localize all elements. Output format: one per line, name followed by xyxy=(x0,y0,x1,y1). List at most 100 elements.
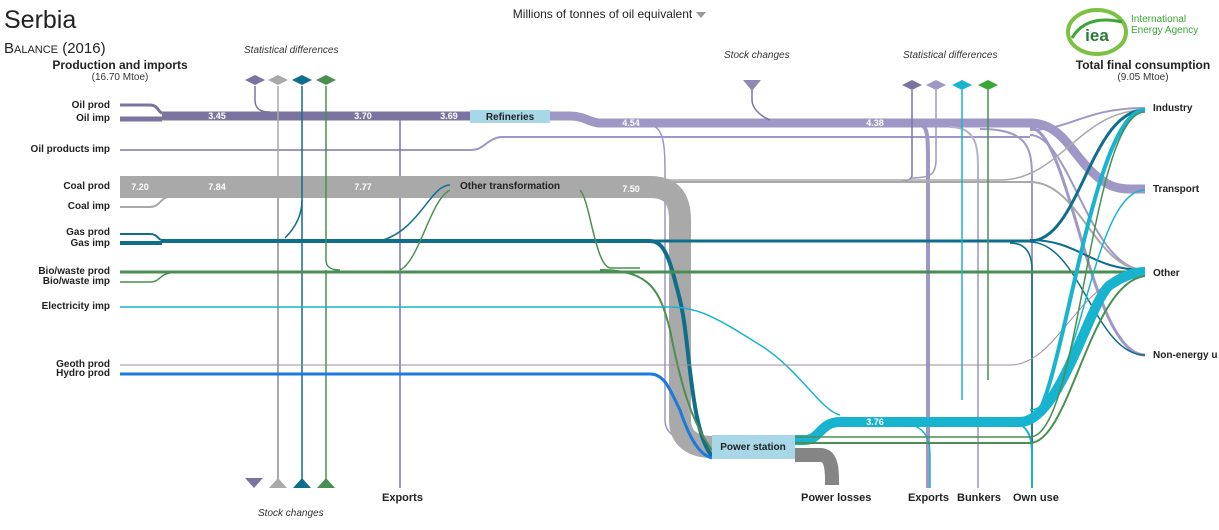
source-oil-imp[interactable]: Oil imp xyxy=(76,113,110,124)
sink-non-energy-use[interactable]: Non-energy u xyxy=(1153,350,1218,361)
final-consumption-total: (9.05 Mtoe) xyxy=(1117,72,1169,83)
flow-oil-to-bunkers xyxy=(949,126,979,488)
stat-diff-right-oil-marker xyxy=(902,80,922,90)
flow-oil-to-industry xyxy=(1029,107,1146,131)
flow-oil-prod xyxy=(120,103,163,115)
other-transformation-label: Other transformation xyxy=(460,181,560,192)
stock-change-bottom-markers xyxy=(245,478,335,488)
flow-value-oil-2: 3.70 xyxy=(354,111,372,121)
flow-elec-to-exports xyxy=(879,419,931,488)
flow-geoth xyxy=(120,271,1146,366)
final-consumption-title: Total final consumption xyxy=(1075,58,1211,72)
unit-selector-label: Millions of tonnes of oil equivalent xyxy=(512,7,693,21)
iea-logo-mark-text: iea xyxy=(1085,26,1109,45)
stat-diff-oil-marker xyxy=(245,75,265,85)
flow-value-oil-after-refineries: 4.54 xyxy=(622,118,640,128)
flow-gas-stat-left xyxy=(284,86,303,239)
flow-gas-prod xyxy=(120,233,163,241)
flow-value-oil-1: 3.45 xyxy=(208,111,226,121)
balance-year: (2016) xyxy=(62,40,106,57)
chevron-down-icon xyxy=(696,11,707,18)
flow-gas-main xyxy=(162,239,714,458)
stat-diff-biowaste-marker xyxy=(316,75,336,85)
flow-hydro xyxy=(120,372,713,460)
stat-diff-gas-marker xyxy=(292,75,312,85)
flow-value-oil-to-fc: 4.38 xyxy=(866,118,884,128)
exports-right-label[interactable]: Exports xyxy=(908,492,949,504)
flow-oil-stock-change xyxy=(751,90,771,121)
production-imports-total: (16.70 Mtoe) xyxy=(91,72,149,83)
sink-other[interactable]: Other xyxy=(1153,268,1180,279)
source-oil-products-imp[interactable]: Oil products imp xyxy=(30,144,110,155)
flow-biowaste-imp xyxy=(120,272,171,283)
refineries-node xyxy=(470,110,550,123)
stat-diff-right-electricity-marker xyxy=(952,80,972,90)
bunkers-label[interactable]: Bunkers xyxy=(957,492,1002,504)
flow-coal-imp xyxy=(120,195,171,208)
flow-gas-to-own-use xyxy=(1009,242,1033,488)
flow-oil-products-imp xyxy=(120,136,1030,151)
stat-diff-left-label: Statistical differences xyxy=(244,45,339,56)
stock-change-biowaste-marker xyxy=(317,478,335,488)
flow-power-losses xyxy=(795,448,839,485)
flow-gas-to-nonenergy xyxy=(1029,241,1146,356)
source-oil-prod[interactable]: Oil prod xyxy=(71,100,110,111)
flow-value-coal-2: 7.84 xyxy=(208,182,226,192)
flow-value-electricity-out: 3.76 xyxy=(866,417,884,427)
flow-oil-to-exports xyxy=(919,123,930,488)
stock-change-oil-marker xyxy=(245,478,263,488)
stat-diff-right-oil-products-marker xyxy=(926,80,946,90)
exports-left-label[interactable]: Exports xyxy=(382,492,423,504)
flow-gas-to-other xyxy=(1029,239,1146,271)
balance-word: Balance xyxy=(4,40,59,57)
own-use-label[interactable]: Own use xyxy=(1013,492,1059,504)
stat-diff-right-label: Statistical differences xyxy=(903,50,998,61)
flow-power-elec xyxy=(795,267,1146,445)
flow-coal-to-other xyxy=(640,181,1146,271)
other-transformation-node xyxy=(450,180,570,193)
flow-value-coal-4: 7.50 xyxy=(622,184,640,194)
flow-elec-to-transport xyxy=(1029,189,1146,411)
source-gas-imp[interactable]: Gas imp xyxy=(70,238,110,249)
flow-oil-stat-left xyxy=(254,86,271,113)
sink-transport[interactable]: Transport xyxy=(1153,184,1200,195)
stat-diff-left-markers xyxy=(245,75,336,85)
country-title: Serbia xyxy=(4,6,77,34)
logo-line-2: Energy Agency xyxy=(1131,25,1199,36)
stock-change-coal-marker xyxy=(269,478,287,488)
stock-changes-top-label: Stock changes xyxy=(724,50,790,61)
power-station-label: Power station xyxy=(720,442,786,453)
source-coal-imp[interactable]: Coal imp xyxy=(67,201,110,212)
iea-logo-mark: iea xyxy=(1066,8,1128,56)
stat-diff-right-heat-marker xyxy=(978,80,998,90)
flow-ot-to-power xyxy=(579,189,640,269)
source-gas-prod[interactable]: Gas prod xyxy=(66,227,110,238)
flow-value-coal-1: 7.20 xyxy=(131,182,149,192)
flow-biowaste-stat-left xyxy=(325,86,341,271)
unit-selector[interactable]: Millions of tonnes of oil equivalent xyxy=(0,7,1219,21)
flow-elec-to-own-use xyxy=(999,419,1033,488)
flow-heat-to-other xyxy=(795,275,1146,444)
stat-diff-right-markers xyxy=(902,80,998,90)
sink-industry[interactable]: Industry xyxy=(1153,103,1193,114)
flow-coal-stat-right xyxy=(909,90,937,179)
source-coal-prod[interactable]: Coal prod xyxy=(63,181,110,192)
flow-gas-to-fc xyxy=(650,108,1146,243)
power-station-node xyxy=(712,435,795,459)
balance-subtitle: Balance (2016) xyxy=(4,40,106,57)
power-losses-label[interactable]: Power losses xyxy=(801,492,872,504)
flow-biowaste-to-power xyxy=(599,269,713,451)
stock-changes-bottom-label: Stock changes xyxy=(258,508,324,519)
source-hydro-prod[interactable]: Hydro prod xyxy=(56,368,110,379)
logo-line-1: International xyxy=(1131,14,1187,25)
source-biowaste-imp[interactable]: Bio/waste imp xyxy=(42,276,110,287)
source-geoth-prod[interactable]: Geoth prod xyxy=(56,359,110,370)
stock-change-gas-marker xyxy=(293,478,311,488)
source-electricity-imp[interactable]: Electricity imp xyxy=(41,301,110,312)
flow-value-oil-3: 3.69 xyxy=(440,111,458,121)
source-biowaste-prod[interactable]: Bio/waste prod xyxy=(38,266,110,277)
flow-biowaste-to-ot xyxy=(399,189,451,271)
iea-logo: iea International Energy Agency xyxy=(1066,8,1216,56)
flow-power-to-fc xyxy=(795,111,1146,438)
